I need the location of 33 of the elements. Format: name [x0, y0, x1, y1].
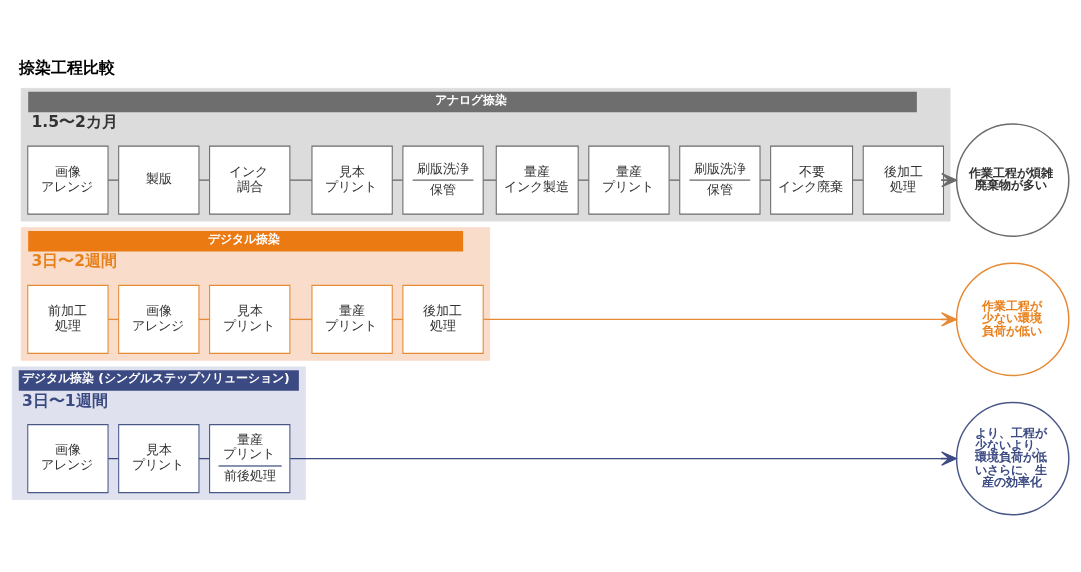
node-circle: 作業工程が少ない環境負荷が低い — [955, 262, 1070, 377]
node-box: 量産プリント — [588, 145, 670, 215]
node-box: 画像アレンジ — [27, 424, 109, 494]
node-box: 量産インク製造 — [495, 145, 579, 215]
node-box: 画像アレンジ — [118, 284, 200, 354]
node-circle: より、工程が少ないより、環境負荷が低いさらに、生産の効率化 — [955, 401, 1070, 516]
node-box: 見本プリント — [209, 284, 291, 354]
node-box: 刷版洗浄 保管 — [402, 145, 484, 215]
arrow — [289, 451, 958, 466]
node-box: 見本プリント — [118, 424, 200, 494]
connector — [289, 179, 313, 181]
connector — [577, 179, 590, 181]
node-box: 量産プリント 前後処理 — [209, 424, 291, 494]
connector — [668, 179, 681, 181]
connector — [198, 179, 211, 181]
node-box: インク調合 — [209, 145, 291, 215]
node-box: 量産プリント — [311, 284, 393, 354]
diagram-title: 捺染工程比較 — [18, 57, 115, 77]
node-box: 後加工処理 — [402, 284, 484, 354]
node-box: 製版 — [118, 145, 200, 215]
node-box: 前加工処理 — [27, 284, 109, 354]
node-box: 刷版洗浄 保管 — [679, 145, 761, 215]
connector — [759, 179, 772, 181]
connector — [107, 179, 120, 181]
arrow — [482, 312, 958, 327]
connector — [852, 179, 864, 181]
node-circle: 作業工程が煩雑廃棄物が多い — [955, 123, 1070, 237]
node-box: 見本プリント — [311, 145, 393, 215]
node-box: 画像アレンジ — [27, 145, 109, 215]
connector — [391, 179, 404, 181]
node-box: 不要インク廃棄 — [770, 145, 854, 215]
connector — [289, 318, 313, 321]
connector — [482, 179, 497, 181]
